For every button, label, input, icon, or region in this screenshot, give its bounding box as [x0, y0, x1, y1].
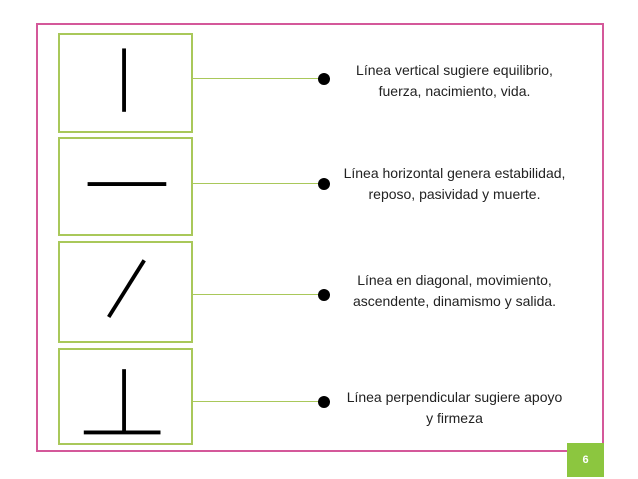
diagonal-line-description: Línea en diagonal, movimiento, ascendent…	[352, 272, 557, 309]
vertical-line-description: Línea vertical sugiere equilibrio, fuerz…	[356, 62, 553, 99]
diagonal-line-icon	[107, 259, 146, 319]
perpendicular-line-box	[58, 348, 193, 445]
bullet-dot	[318, 289, 330, 301]
connector-line	[193, 294, 323, 295]
perpendicular-line-description: Línea perpendicular sugiere apoyo y firm…	[346, 389, 563, 426]
page-number-badge: 6	[567, 443, 604, 477]
bullet-dot	[318, 396, 330, 408]
connector-line	[193, 401, 323, 402]
connector-line	[193, 183, 323, 184]
connector-line	[193, 78, 323, 79]
diagonal-line-box	[58, 241, 193, 343]
vertical-line-icon	[122, 48, 126, 112]
horizontal-line-icon	[87, 182, 167, 187]
bullet-dot	[318, 73, 330, 85]
perpendicular-line-icon	[83, 369, 161, 435]
bullet-dot	[318, 178, 330, 190]
horizontal-line-description: Línea horizontal genera estabilidad, rep…	[343, 165, 566, 202]
horizontal-line-box	[58, 137, 193, 236]
vertical-line-box	[58, 33, 193, 133]
slide-frame	[36, 23, 604, 452]
